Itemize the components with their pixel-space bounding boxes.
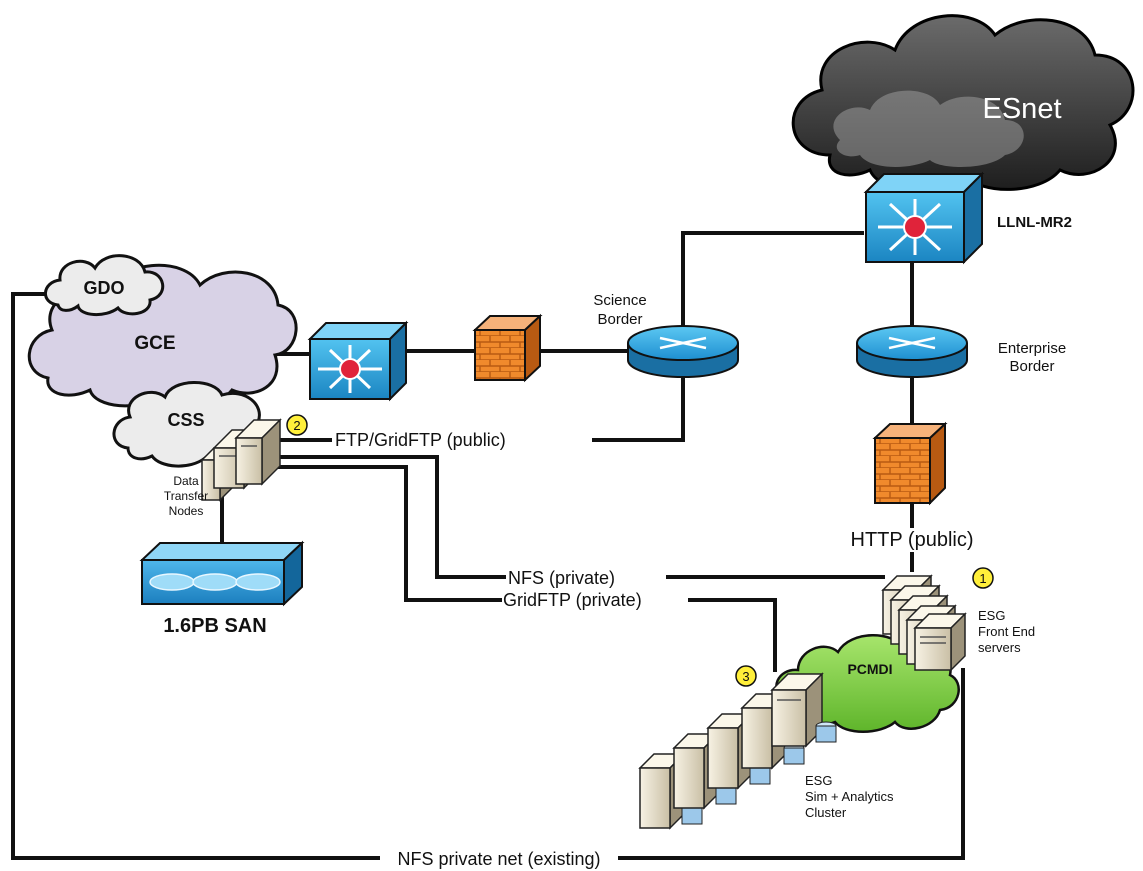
link-dtn-gridftp	[278, 465, 502, 602]
link-mr2-science-border	[681, 231, 864, 345]
esg-cluster-label-3: Cluster	[805, 805, 847, 820]
svg-text:1: 1	[979, 571, 986, 586]
link-nfs-private-net-right	[618, 668, 965, 860]
pcmdi-label: PCMDI	[847, 661, 892, 677]
link-gridftp-cluster	[688, 598, 777, 672]
llnl-mr2-label: LLNL-MR2	[997, 214, 1072, 231]
science-firewall-icon	[472, 313, 543, 383]
http-public-label: HTTP (public)	[851, 529, 974, 551]
dtn-label-2: Transfer	[164, 489, 208, 503]
gdo-cloud: GDO	[44, 254, 165, 316]
science-border-label-2: Border	[597, 311, 642, 328]
science-border-label-1: Science	[593, 292, 646, 309]
san-label: 1.6PB SAN	[163, 615, 266, 637]
esg-cluster-icon: ESG Sim + Analytics Cluster	[638, 672, 894, 830]
gce-label: GCE	[134, 333, 175, 354]
link-nfs-private-net-left	[11, 292, 380, 860]
link-science-border-ftp	[592, 378, 685, 442]
nfs-private-label: NFS (private)	[508, 568, 615, 588]
san-storage-icon: 1.6PB SAN	[139, 540, 305, 637]
esg-front-end-label-1: ESG	[978, 608, 1005, 623]
science-border-router-icon: Science Border	[593, 292, 739, 378]
esg-cluster-label-2: Sim + Analytics	[805, 789, 894, 804]
enterprise-border-label-1: Enterprise	[998, 340, 1066, 357]
badge-2: 2	[286, 414, 308, 436]
llnl-mr2-switch-icon: LLNL-MR2	[863, 171, 1072, 265]
esg-cluster-label-1: ESG	[805, 773, 832, 788]
esg-front-end-servers-icon: ESG Front End servers	[881, 574, 1035, 672]
badge-3: 3	[735, 665, 757, 687]
gridftp-private-label: GridFTP (private)	[503, 590, 642, 610]
svg-text:2: 2	[293, 418, 300, 433]
esnet-label: ESnet	[983, 93, 1062, 125]
enterprise-border-label-2: Border	[1009, 358, 1054, 375]
data-transfer-nodes-icon: Data Transfer Nodes	[164, 418, 282, 518]
link-dtn-nfs	[278, 455, 506, 579]
badge-1: 1	[972, 567, 994, 589]
css-label: CSS	[167, 410, 204, 430]
enterprise-firewall-icon	[872, 421, 948, 506]
enterprise-border-router-icon: Enterprise Border	[856, 325, 1066, 378]
dtn-label-3: Nodes	[169, 504, 204, 518]
gdo-label: GDO	[83, 278, 124, 298]
dtn-label-1: Data	[173, 474, 199, 488]
esg-front-end-label-2: Front End	[978, 624, 1035, 639]
esnet-cloud: ESnet	[791, 14, 1135, 191]
nfs-private-net-label: NFS private net (existing)	[397, 849, 600, 869]
esg-front-end-label-3: servers	[978, 640, 1021, 655]
ftp-gridftp-public-label: FTP/GridFTP (public)	[335, 430, 506, 450]
core-switch-icon	[307, 320, 409, 402]
svg-text:3: 3	[742, 669, 749, 684]
